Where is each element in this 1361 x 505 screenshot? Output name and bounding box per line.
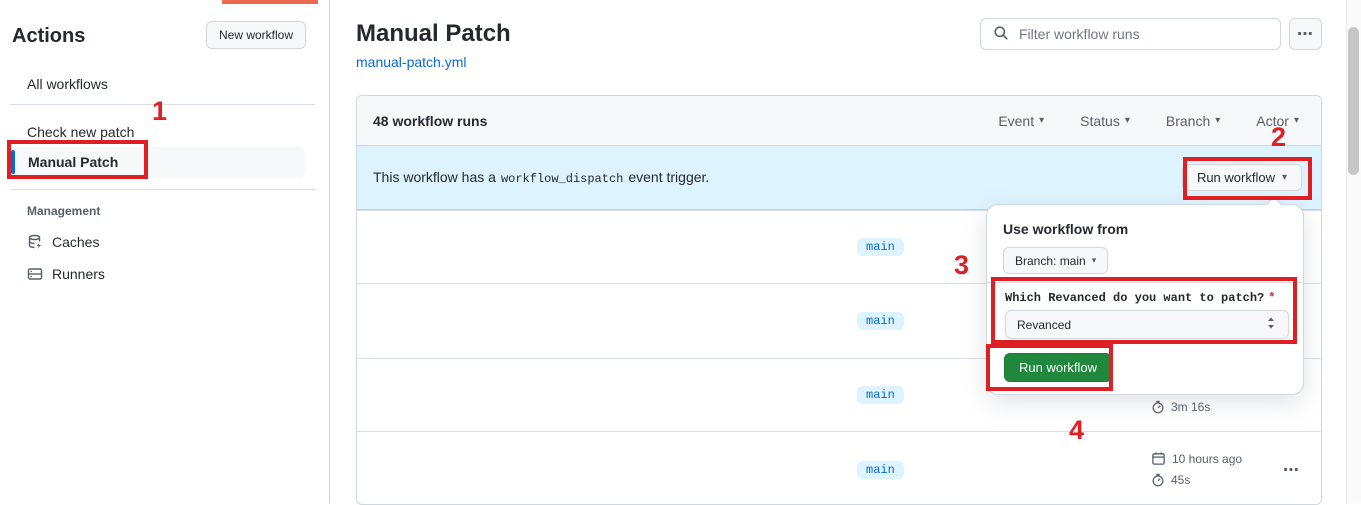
calendar-icon [1151, 451, 1166, 466]
sidebar-divider [10, 189, 315, 190]
selected-accent-bar [11, 150, 15, 174]
annotation-top-fragment [222, 0, 318, 4]
workflow-run-row[interactable]: main 3m 16s [357, 358, 1321, 431]
sidebar-item-manual-patch[interactable] [10, 147, 305, 178]
revanced-select[interactable]: Revanced [1005, 310, 1289, 339]
stopwatch-icon [1151, 473, 1165, 487]
sidebar-item-manual-patch-label: Manual Patch [28, 154, 119, 170]
new-workflow-button[interactable]: New workflow [206, 21, 307, 49]
chevron-down-icon: ▾ [1039, 115, 1045, 126]
vertical-scrollbar-thumb[interactable] [1348, 27, 1359, 175]
popup-heading: Use workflow from [1003, 221, 1129, 237]
run-duration: 3m 16s [1151, 400, 1210, 414]
run-options-kebab-button[interactable]: ⋯ [1283, 460, 1300, 480]
runs-filters: Event ▾ Status ▾ Branch ▾ Actor ▾ [998, 113, 1305, 129]
search-icon [993, 25, 1009, 44]
sidebar-item-caches-label: Caches [52, 234, 100, 250]
annotation-number-2: 2 [1271, 122, 1287, 152]
branch-badge[interactable]: main [857, 386, 904, 404]
branch-selector-button[interactable]: Branch: main ▾ [1003, 247, 1109, 274]
workflow-dispatch-code: workflow_dispatch [500, 172, 624, 186]
sidebar-title: Actions [12, 25, 86, 47]
run-duration: 45s [1151, 473, 1190, 487]
runs-card-header: 48 workflow runs Event ▾ Status ▾ Branch… [357, 96, 1321, 146]
workflow-file-link[interactable]: manual-patch.yml [356, 54, 467, 70]
run-date: 10 hours ago [1151, 451, 1242, 466]
required-asterisk: * [1268, 291, 1276, 305]
chevron-down-icon: ▾ [1124, 115, 1130, 126]
branch-badge[interactable]: main [857, 460, 904, 479]
run-workflow-popup: Use workflow from Branch: main ▾ Which R… [986, 196, 1304, 395]
branch-badge[interactable]: main [857, 238, 904, 256]
management-section-header: Management [27, 204, 101, 218]
workflow-input-label: Which Revanced do you want to patch?* [1005, 291, 1276, 305]
stopwatch-icon [1151, 400, 1165, 414]
runs-count: 48 workflow runs [373, 112, 488, 129]
workflow-run-row[interactable]: main [357, 283, 1321, 358]
annotation-number-3: 3 [954, 250, 970, 280]
workflow-run-row[interactable]: main [357, 210, 1321, 283]
kebab-icon: ⋯ [1283, 461, 1300, 479]
filter-branch[interactable]: Branch ▾ [1165, 112, 1221, 129]
annotation-number-1: 1 [152, 96, 168, 126]
filter-event[interactable]: Event ▾ [998, 112, 1045, 129]
branch-badge[interactable]: main [857, 312, 904, 330]
page-title: Manual Patch [356, 20, 511, 47]
sidebar-item-check-new-patch[interactable]: Check new patch [27, 124, 135, 140]
workflow-run-row[interactable]: main 10 hours ago 45s [357, 431, 1321, 504]
filter-runs-searchbox[interactable] [980, 18, 1281, 50]
search-input[interactable] [1017, 25, 1268, 43]
filter-actor[interactable]: Actor ▾ [1256, 112, 1299, 129]
annotation-number-4: 4 [1069, 415, 1085, 445]
kebab-icon: ⋯ [1297, 26, 1314, 43]
run-workflow-submit-button[interactable]: Run workflow [1004, 353, 1113, 382]
database-icon [27, 234, 43, 250]
chevron-down-icon: ▾ [1281, 172, 1287, 183]
sidebar-divider [10, 104, 315, 105]
chevron-down-icon: ▾ [1215, 115, 1221, 126]
sidebar-item-all-workflows[interactable]: All workflows [27, 76, 108, 92]
sidebar-item-runners[interactable]: Runners [27, 266, 105, 282]
actions-sidebar: Actions New workflow All workflows Check… [0, 0, 330, 503]
chevron-down-icon: ▾ [1293, 115, 1299, 126]
chevron-down-icon: ▾ [1091, 255, 1097, 265]
sidebar-item-runners-label: Runners [52, 266, 105, 282]
updown-arrows-icon [1265, 316, 1277, 333]
workflow-options-kebab-button[interactable]: ⋯ [1289, 18, 1322, 50]
popup-divider [987, 282, 1303, 283]
sidebar-item-caches[interactable]: Caches [27, 234, 99, 250]
server-icon [27, 266, 43, 282]
workflow-runs-card: 48 workflow runs Event ▾ Status ▾ Branch… [356, 95, 1322, 505]
run-workflow-dropdown-button[interactable]: Run workflow ▾ [1181, 164, 1302, 191]
filter-status[interactable]: Status ▾ [1080, 112, 1130, 129]
